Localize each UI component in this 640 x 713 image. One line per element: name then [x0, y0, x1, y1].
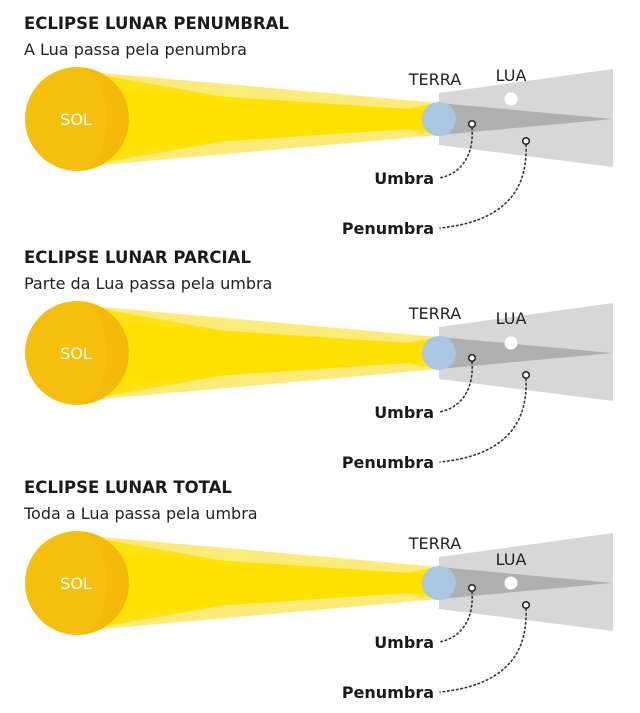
earth-label: TERRA: [408, 70, 461, 89]
sunlight-inner: [110, 553, 439, 613]
sun-label: SOL: [60, 344, 92, 363]
panel-title: ECLIPSE LUNAR TOTAL: [24, 478, 232, 497]
moon: [504, 576, 518, 590]
sunlight-inner: [110, 89, 439, 149]
sun-shade: [77, 531, 129, 635]
umbra-leader-line: [438, 127, 473, 179]
penumbra-marker: [521, 370, 531, 380]
panel-title: ECLIPSE LUNAR PENUMBRAL: [24, 14, 289, 33]
sun-shade: [77, 301, 129, 405]
earth-label: TERRA: [408, 534, 461, 553]
penumbra-marker: [521, 600, 531, 610]
moon: [504, 92, 518, 106]
umbra-region: [439, 337, 613, 369]
umbra-marker: [467, 353, 477, 363]
panel-1: ECLIPSE LUNAR PENUMBRAL A Lua passa pela …: [24, 14, 613, 238]
penumbra-leader-line: [439, 608, 527, 693]
panel-subtitle: A Lua passa pela penumbra: [24, 40, 247, 59]
penumbra-label: Penumbra: [342, 683, 434, 702]
penumbra-marker: [521, 136, 531, 146]
sunlight-inner: [110, 323, 439, 383]
panel-title: ECLIPSE LUNAR PARCIAL: [24, 248, 251, 267]
sun-shade: [77, 67, 129, 171]
panel-subtitle: Parte da Lua passa pela umbra: [24, 274, 272, 293]
earth: [422, 102, 456, 136]
moon-label: LUA: [496, 66, 527, 85]
earth: [422, 566, 456, 600]
moon-label: LUA: [496, 309, 527, 328]
panel-2: ECLIPSE LUNAR PARCIAL Parte da Lua passa …: [24, 248, 613, 472]
sun-label: SOL: [60, 574, 92, 593]
umbra-label: Umbra: [374, 633, 434, 652]
sun-label: SOL: [60, 110, 92, 129]
umbra-region: [439, 567, 613, 599]
umbra-region: [439, 103, 613, 135]
umbra-marker: [467, 583, 477, 593]
umbra-label: Umbra: [374, 169, 434, 188]
umbra-leader-line: [438, 361, 473, 413]
earth: [422, 336, 456, 370]
penumbra-label: Penumbra: [342, 219, 434, 238]
moon-label: LUA: [496, 550, 527, 569]
earth-label: TERRA: [408, 304, 461, 323]
umbra-label: Umbra: [374, 403, 434, 422]
penumbra-leader-line: [439, 144, 527, 229]
umbra-leader-line: [438, 591, 473, 643]
umbra-marker: [467, 119, 477, 129]
penumbra-label: Penumbra: [342, 453, 434, 472]
moon: [504, 336, 518, 350]
panel-subtitle: Toda a Lua passa pela umbra: [23, 504, 258, 523]
penumbra-leader-line: [439, 378, 527, 463]
panel-3: ECLIPSE LUNAR TOTAL Toda a Lua passa pela…: [23, 478, 613, 702]
